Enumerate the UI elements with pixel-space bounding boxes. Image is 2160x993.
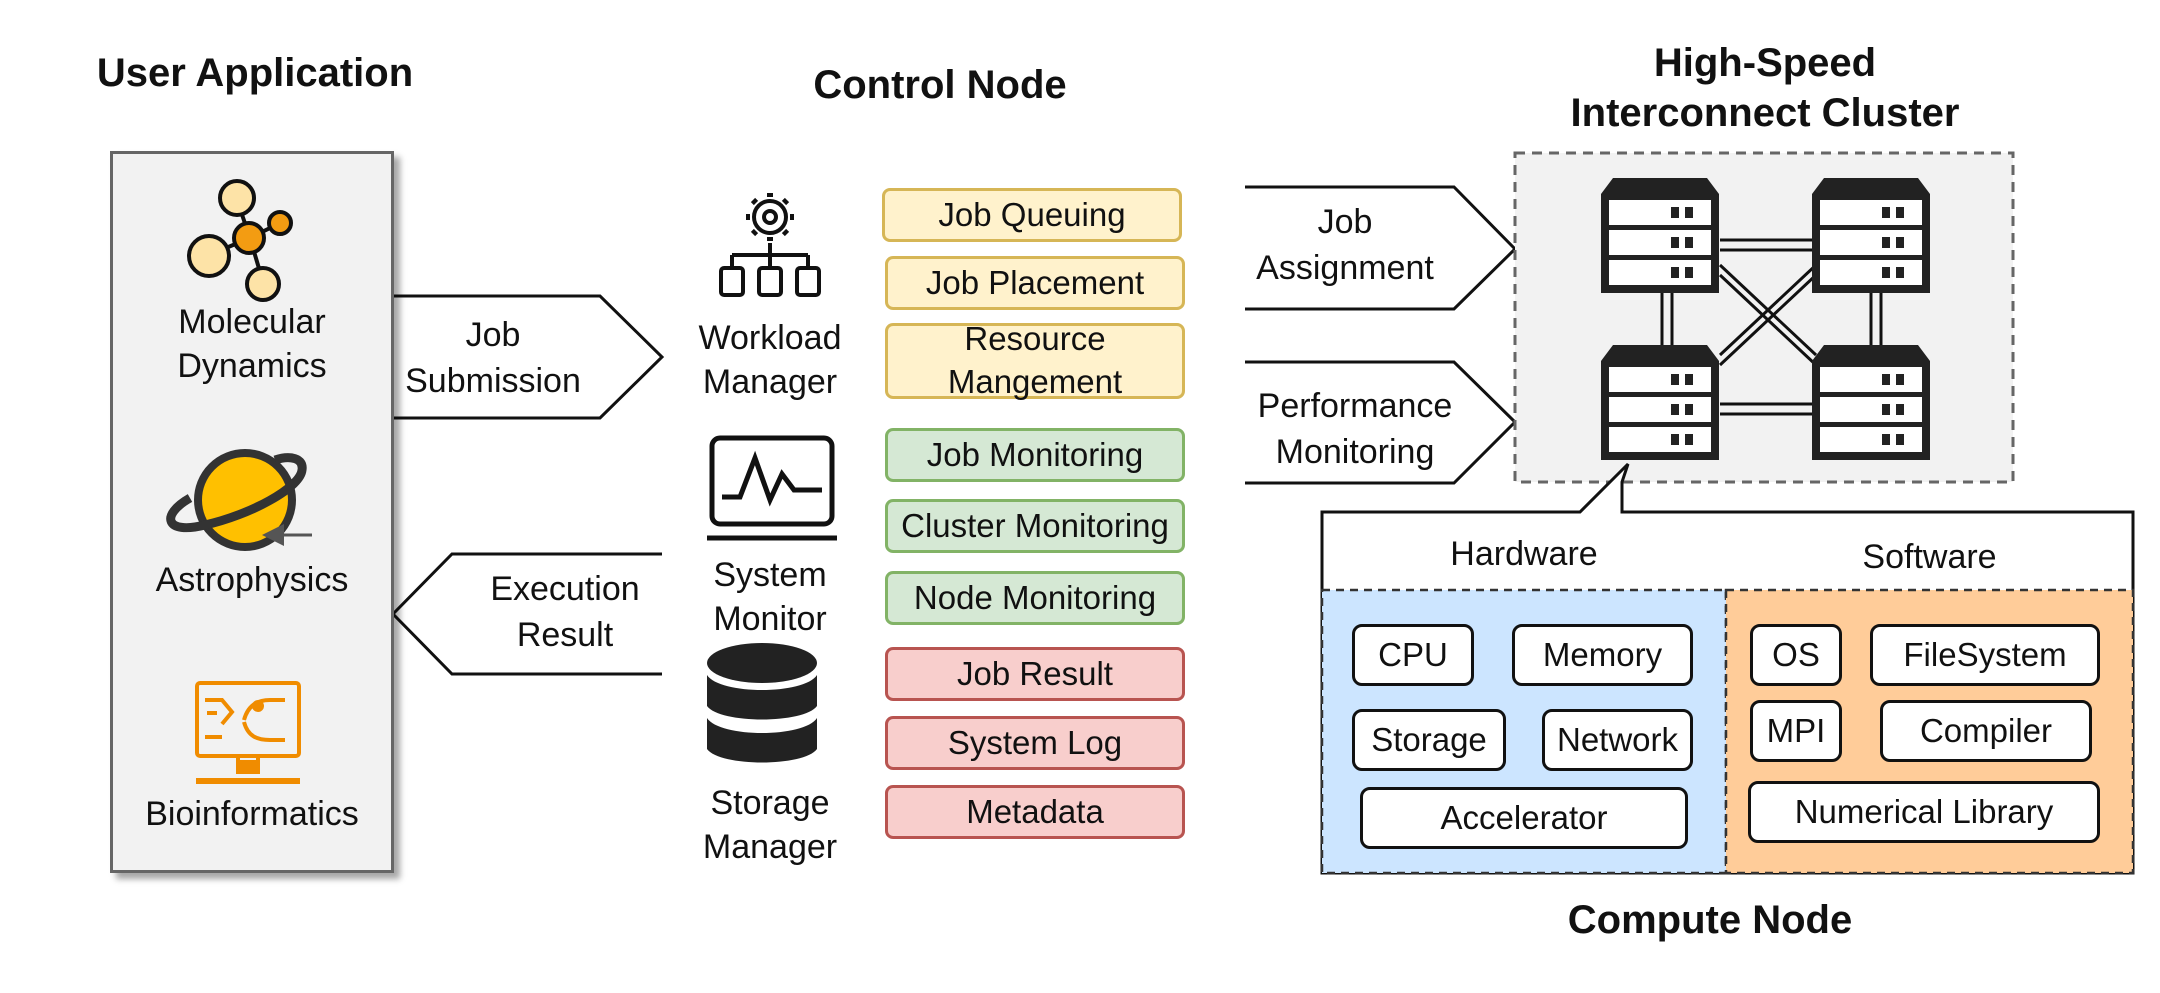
system-monitor-label: System Monitor <box>713 556 827 639</box>
app-label-molecular-dynamics: Molecular Dynamics <box>177 303 327 386</box>
control-node-title: Control Node <box>813 63 1067 107</box>
cluster-title: High-Speed Interconnect Cluster <box>1570 41 1960 135</box>
workload-manager-label: Workload Manager <box>698 319 842 402</box>
resource-management-box: Resource Mangement <box>885 320 1185 400</box>
server-icon <box>1812 178 1930 293</box>
app-label-astrophysics: Astrophysics <box>155 561 349 599</box>
server-icon <box>1812 345 1930 460</box>
server-icon <box>1601 178 1719 293</box>
compute-node-title: Compute Node <box>1567 898 1853 942</box>
execution-result-label: Execution Result <box>490 570 640 654</box>
server-icon <box>1601 345 1719 460</box>
job-result-box: Job Result <box>885 647 1185 701</box>
filesystem-box: FileSystem <box>1870 624 2100 686</box>
job-monitoring-box: Job Monitoring <box>885 428 1185 482</box>
app-label-bioinformatics: Bioinformatics <box>145 795 359 833</box>
interconnect-lines <box>1660 238 1883 416</box>
system-log-box: System Log <box>885 716 1185 770</box>
metadata-box: Metadata <box>885 785 1185 839</box>
cluster-monitoring-box: Cluster Monitoring <box>885 499 1185 553</box>
storage-box: Storage <box>1352 709 1506 771</box>
mpi-box: MPI <box>1750 700 1842 762</box>
memory-box: Memory <box>1512 624 1693 686</box>
job-queuing-box: Job Queuing <box>882 188 1182 242</box>
user-application-title: User Application <box>96 51 414 95</box>
job-submission-label: Job Submission <box>405 316 581 400</box>
storage-manager-label: Storage Manager <box>702 784 838 867</box>
software-label: Software <box>1862 538 1997 576</box>
hardware-label: Hardware <box>1450 535 1598 573</box>
numerical-library-box: Numerical Library <box>1748 781 2100 843</box>
job-assignment-label: Job Assignment <box>1256 203 1434 287</box>
cpu-box: CPU <box>1352 624 1474 686</box>
user-application-panel <box>110 151 394 873</box>
node-monitoring-box: Node Monitoring <box>885 571 1185 625</box>
compiler-box: Compiler <box>1880 700 2092 762</box>
network-box: Network <box>1542 709 1693 771</box>
job-submission-arrow <box>393 294 665 420</box>
performance-monitoring-label: Performance Monitoring <box>1257 387 1453 471</box>
os-box: OS <box>1750 624 1842 686</box>
job-placement-box: Job Placement <box>885 256 1185 310</box>
accelerator-box: Accelerator <box>1360 787 1688 849</box>
